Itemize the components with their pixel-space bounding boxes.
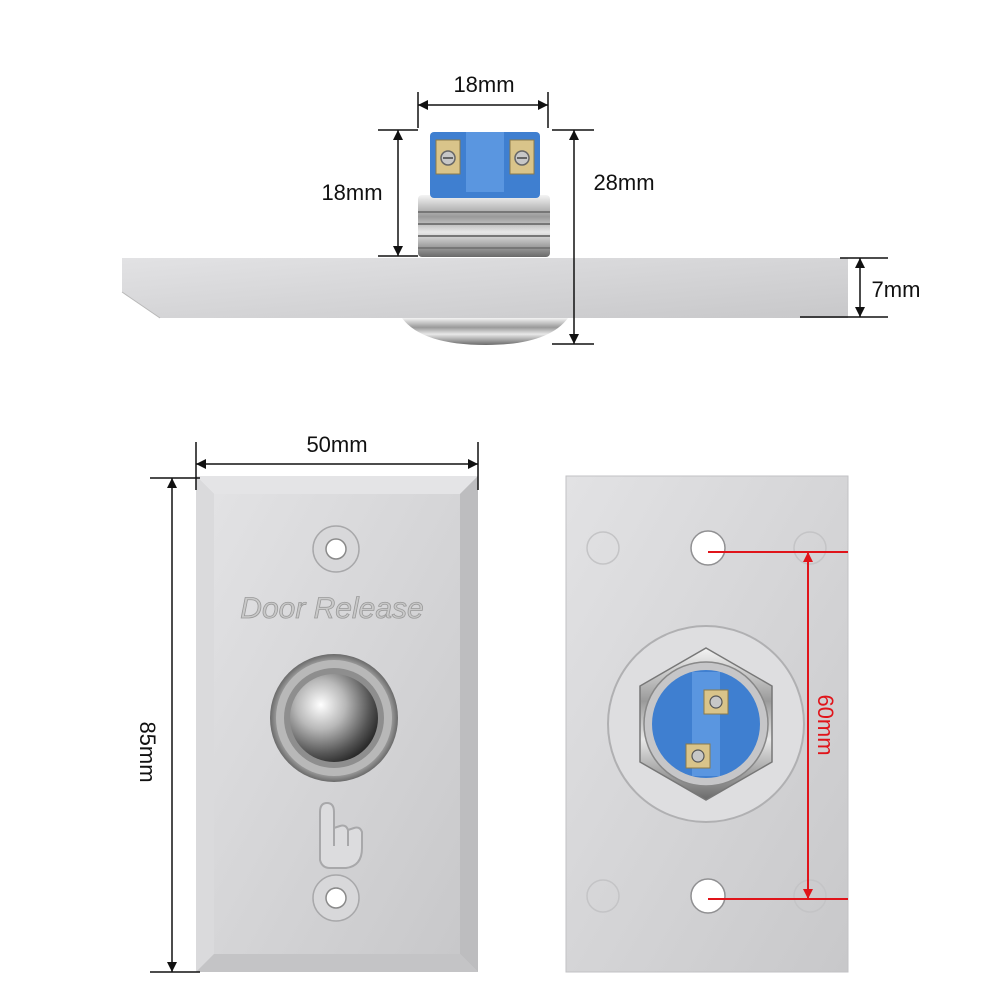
dim-total-depth-label: 28mm [593,170,654,195]
dim-hole-spacing-label: 60mm [813,694,838,755]
dim-top-width-label: 18mm [453,72,514,97]
terminal-screw [685,743,711,769]
corner-mark [586,531,620,565]
dim-plate-thickness [800,257,888,318]
screw-hole-bottom [312,874,360,922]
front-view: Door Release 50mm [135,432,479,973]
push-button [270,654,398,782]
dim-total-depth [552,129,594,345]
button-underside [402,318,568,345]
door-release-engraving: Door Release [240,592,423,625]
screw-hole-back-top [690,530,726,566]
terminal-screw [703,689,729,715]
dim-front-width-label: 50mm [306,432,367,457]
dim-front-height-label: 85mm [135,721,160,782]
corner-mark [793,879,827,913]
dim-plate-thickness-label: 7mm [872,277,921,302]
screw-hole-top [312,525,360,573]
pointing-hand-icon [319,801,363,869]
dim-top-height-label: 18mm [321,180,382,205]
dim-hole-spacing [708,551,848,900]
side-view: 18mm 18mm 28mm 7mm [121,72,921,345]
threaded-body [418,195,550,257]
screw-hole-back-bottom [690,878,726,914]
dim-top-width [417,92,549,128]
back-view: 60mm [565,475,849,973]
dim-front-width [195,442,479,490]
corner-mark [793,531,827,565]
dim-front-height [150,477,200,973]
terminal-block [430,132,540,198]
plate-side [122,258,848,318]
dim-top-height [378,129,418,257]
corner-mark [586,879,620,913]
